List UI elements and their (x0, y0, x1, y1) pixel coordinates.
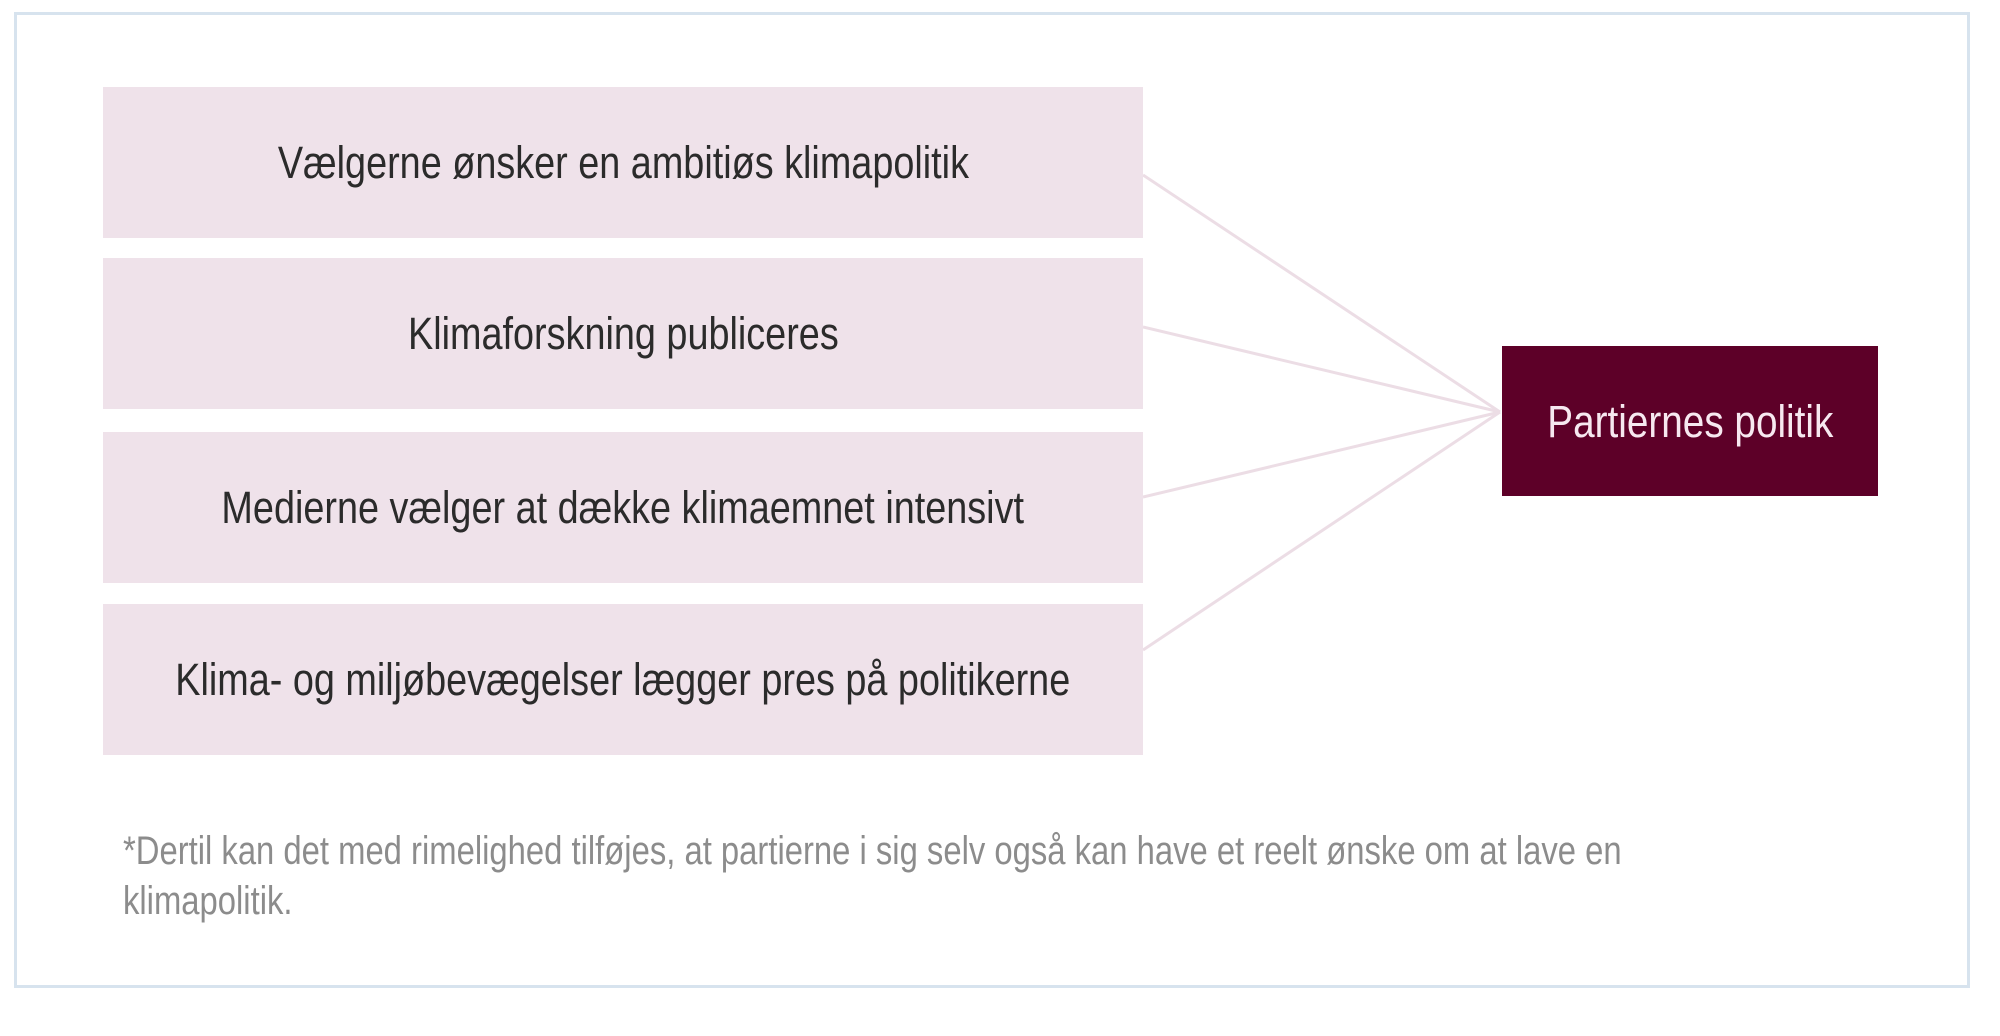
factor-box-research: Klimaforskning publiceres (103, 258, 1143, 409)
footnote: *Dertil kan det med rimelighed tilføjes,… (123, 826, 1883, 926)
footnote-line-2: klimapolitik. (123, 879, 293, 923)
factor-box-voters: Vælgerne ønsker en ambitiøs klimapolitik (103, 87, 1143, 238)
factor-box-media: Medierne vælger at dække klimaemnet inte… (103, 432, 1143, 583)
factor-label: Klima- og miljøbevægelser lægger pres på… (175, 654, 1071, 705)
factor-label: Medierne vælger at dække klimaemnet inte… (221, 482, 1025, 533)
footnote-line-1: *Dertil kan det med rimelighed tilføjes,… (123, 829, 1622, 873)
factor-label: Klimaforskning publiceres (407, 308, 839, 359)
factor-box-movements: Klima- og miljøbevægelser lægger pres på… (103, 604, 1143, 755)
outcome-label: Partiernes politik (1546, 395, 1834, 447)
factor-label: Vælgerne ønsker en ambitiøs klimapolitik (277, 137, 969, 188)
outcome-box-party-policy: Partiernes politik (1502, 346, 1878, 496)
